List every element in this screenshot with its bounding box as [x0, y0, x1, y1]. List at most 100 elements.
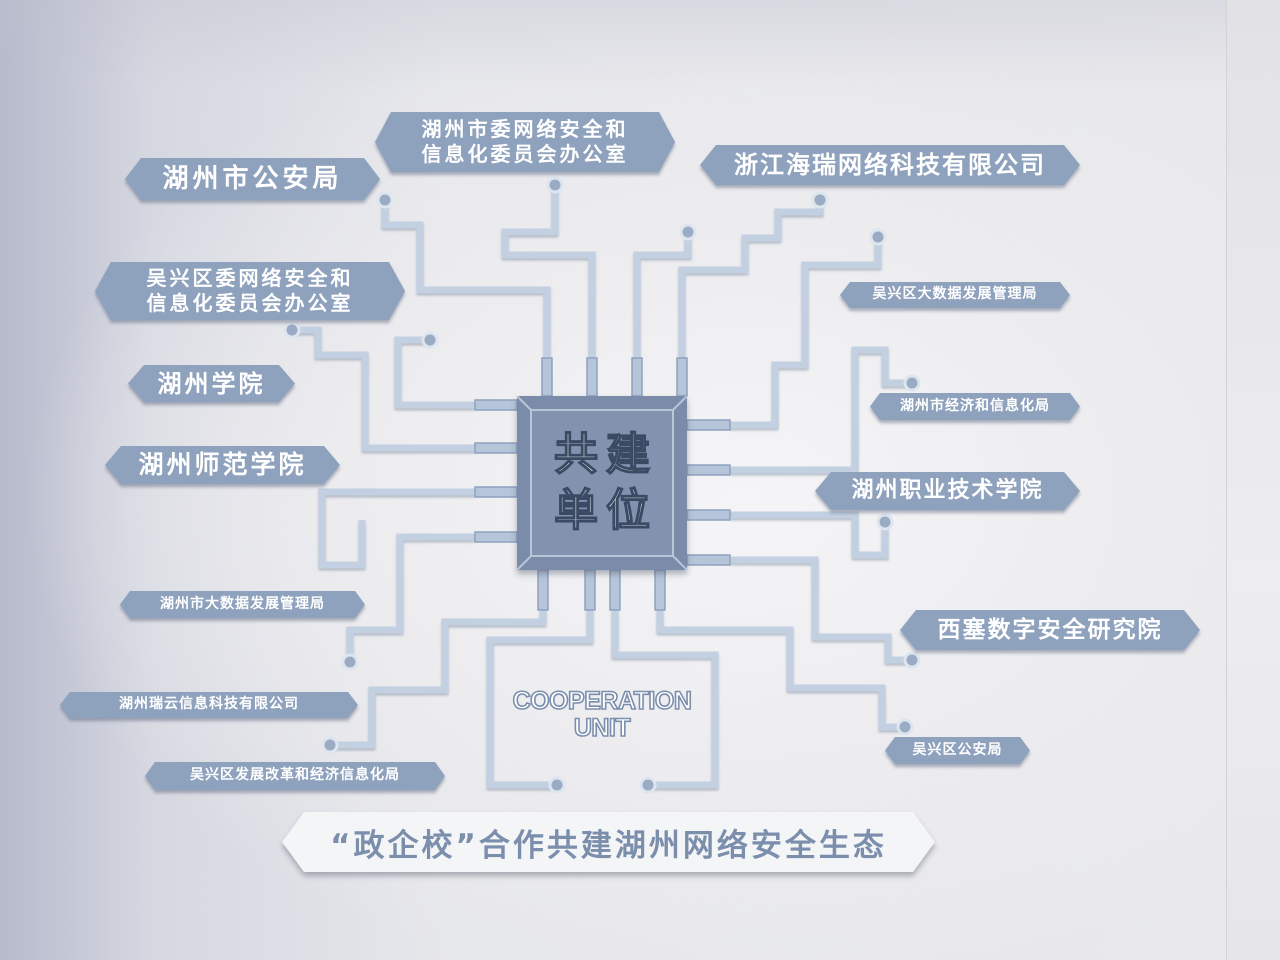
chip-pin-right — [686, 419, 731, 431]
chip-pin-left — [474, 486, 518, 498]
slogan-banner-shape: “政企校”合作共建湖州网络安全生态 — [282, 812, 935, 872]
unit-label-wuxing-bigdata: 吴兴区大数据发展管理局 — [840, 282, 1070, 308]
unit-label-huzhou-university: 湖州学院 — [128, 365, 295, 402]
unit-label-text: 湖州瑞云信息科技有限公司 — [119, 696, 299, 713]
unit-label-shape: 湖州瑞云信息科技有限公司 — [60, 692, 358, 718]
cooperation-unit-caption: COOPERATION UNIT — [496, 687, 708, 743]
trace-to-xisai — [730, 556, 912, 664]
chip-pin-top — [676, 357, 688, 397]
wall-edge — [1226, 0, 1280, 960]
unit-label-shape: 吴兴区委网络安全和 信息化委员会办公室 — [95, 262, 405, 320]
chip-face: 共建 单位 — [530, 409, 674, 557]
trace-bottom-right-loop — [611, 610, 719, 789]
unit-label-text: 西塞数字安全研究院 — [937, 616, 1163, 643]
trace-to-huzhou-university — [292, 326, 475, 452]
chip-bevel — [517, 396, 687, 570]
unit-label-huzhou-police: 湖州市公安局 — [125, 158, 380, 200]
unit-label-huzhou-normal: 湖州师范学院 — [105, 446, 340, 484]
chip-pin-bottom — [537, 569, 549, 611]
trace-terminal — [546, 176, 564, 194]
trace-terminal — [321, 736, 339, 754]
trace-terminal — [421, 331, 439, 349]
trace-terminal — [283, 321, 301, 339]
chip-pin-right — [686, 464, 731, 476]
chip-pin-top — [631, 357, 643, 397]
chip-title-line: 单位 — [553, 484, 658, 537]
chip-pin-right — [686, 554, 731, 566]
trace-terminal — [679, 223, 697, 241]
chip-pin-bottom — [654, 569, 666, 611]
unit-label-wuxing-police: 吴兴区公安局 — [885, 737, 1030, 764]
trace-to-wuxing-police — [656, 610, 905, 731]
trace-to-zhejiang-hairui — [678, 200, 824, 358]
unit-label-huzhou-ruiyun: 湖州瑞云信息科技有限公司 — [60, 692, 358, 718]
slogan-banner: “政企校”合作共建湖州网络安全生态 — [282, 812, 935, 872]
unit-label-shape: 西塞数字安全研究院 — [900, 610, 1200, 650]
wall-shading — [0, 0, 1226, 90]
unit-label-huzhou-bigdata: 湖州市大数据发展管理局 — [120, 591, 365, 618]
trace-bottom-left-loop — [486, 610, 594, 789]
unit-label-text: 信息化委员会办公室 — [421, 142, 629, 166]
trace-terminal — [876, 513, 894, 531]
trace-to-huzhou-cac — [501, 185, 596, 358]
trace-to-wuxing-bigdata — [730, 237, 882, 429]
unit-label-text: 湖州市公安局 — [162, 163, 343, 194]
slogan-text: “政企校”合作共建湖州网络安全生态 — [330, 827, 887, 864]
unit-label-text: 湖州市委网络安全和 — [421, 117, 629, 141]
trace-terminal — [639, 776, 657, 794]
unit-label-text: 湖州市经济和信息化局 — [900, 397, 1050, 414]
trace-terminal — [548, 776, 566, 794]
unit-label-shape: 吴兴区大数据发展管理局 — [840, 282, 1070, 308]
unit-label-shape: 湖州市委网络安全和 信息化委员会办公室 — [375, 112, 675, 172]
chip-bevel-line — [672, 396, 687, 411]
unit-label-shape: 浙江海瑞网络科技有限公司 — [700, 145, 1080, 185]
unit-label-huzhou-economic: 湖州市经济和信息化局 — [870, 393, 1080, 420]
chip-bevel-line — [517, 555, 532, 570]
unit-label-shape: 湖州职业技术学院 — [815, 472, 1080, 510]
unit-label-xisai: 西塞数字安全研究院 — [900, 610, 1200, 650]
unit-label-text: 吴兴区公安局 — [912, 741, 1003, 758]
unit-label-text: 湖州职业技术学院 — [851, 478, 1044, 504]
trace-terminal — [341, 653, 359, 671]
cooperation-line: COOPERATION — [512, 687, 693, 716]
trace-terminal — [903, 374, 921, 392]
trace-terminal — [896, 718, 914, 736]
unit-label-shape: 湖州市公安局 — [125, 158, 380, 200]
unit-label-text: 吴兴区发展改革和经济信息化局 — [190, 767, 400, 784]
chip-pin-left — [474, 531, 518, 543]
chip-pin-bottom — [584, 569, 596, 611]
unit-label-text: 湖州市大数据发展管理局 — [160, 595, 325, 612]
trace-to-huzhou-vocational — [730, 511, 889, 559]
unit-label-text: 吴兴区委网络安全和 — [146, 266, 354, 290]
trace-group — [292, 185, 912, 789]
unit-label-text: 浙江海瑞网络科技有限公司 — [734, 151, 1046, 179]
unit-label-zhejiang-hairui: 浙江海瑞网络科技有限公司 — [700, 145, 1080, 185]
unit-label-shape: 湖州学院 — [128, 365, 295, 402]
unit-label-shape: 湖州市大数据发展管理局 — [120, 591, 365, 618]
trace-to-wuxing-reform — [330, 610, 547, 749]
trace-terminal — [869, 228, 887, 246]
chip-pin-left — [474, 442, 518, 454]
chip-pin-top — [586, 357, 598, 397]
unit-label-text: 吴兴区大数据发展管理局 — [872, 286, 1038, 303]
cooperation-line: UNIT — [573, 714, 631, 743]
chip-bevel-line — [672, 555, 687, 570]
trace-to-huzhou-police — [381, 200, 551, 358]
trace-to-huzhou-normal — [318, 488, 475, 569]
chip-pin-group — [474, 357, 731, 611]
unit-label-shape: 吴兴区公安局 — [885, 737, 1030, 764]
chip-bevel-line — [517, 396, 532, 411]
center-chip: 共建 单位 — [517, 396, 687, 570]
chip-pin-top — [541, 357, 553, 397]
trace-to-huzhou-bigdata — [346, 533, 475, 660]
unit-label-text: 湖州师范学院 — [138, 450, 307, 480]
chip-title-line: 共建 — [553, 428, 658, 481]
unit-label-text: 信息化委员会办公室 — [146, 291, 354, 315]
chip-pin-bottom — [609, 569, 621, 611]
trace-to-huzhou-economic — [730, 346, 912, 474]
unit-label-huzhou-vocational: 湖州职业技术学院 — [815, 472, 1080, 510]
trace-to-wuxing-cac — [394, 336, 475, 409]
unit-label-shape: 吴兴区发展改革和经济信息化局 — [145, 762, 445, 790]
chip-pin-left — [474, 399, 518, 411]
trace-terminal — [903, 651, 921, 669]
